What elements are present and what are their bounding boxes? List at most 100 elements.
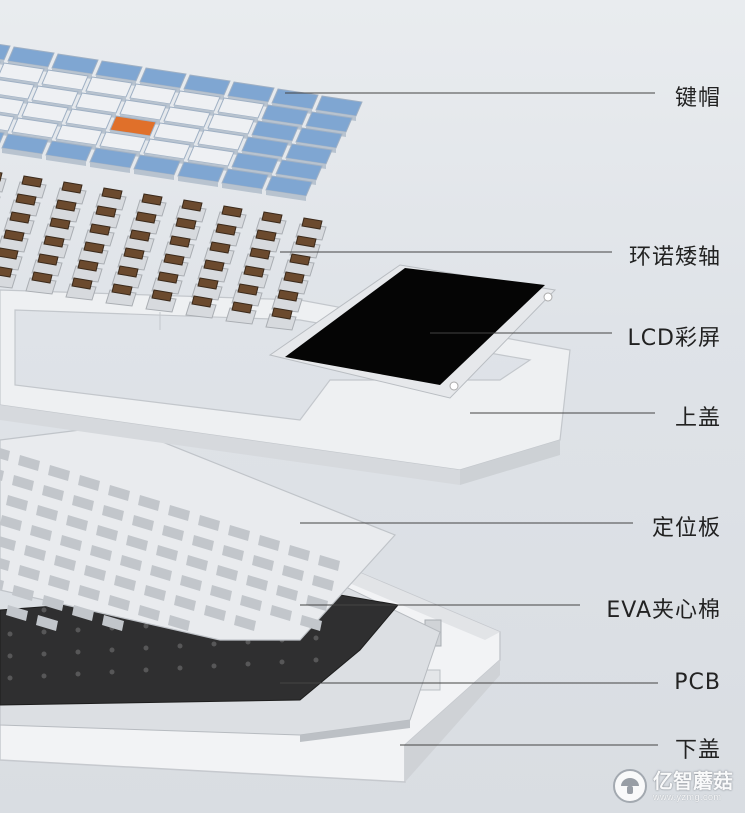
switch — [3, 211, 35, 235]
eva-hole — [7, 675, 13, 681]
plate-cutout — [312, 575, 334, 591]
plate-cutout — [12, 475, 34, 491]
eva-hole — [143, 667, 149, 673]
eva-hole — [143, 645, 149, 651]
label-top-case: 上盖 — [674, 406, 721, 431]
switch — [209, 223, 241, 247]
keycap — [177, 161, 225, 187]
switch — [65, 277, 97, 301]
plate-cutout — [288, 545, 310, 561]
plate-cutout — [114, 575, 136, 591]
switch — [243, 247, 275, 271]
switch — [197, 259, 229, 283]
plate-cutout — [144, 585, 166, 601]
plate-cutout — [96, 525, 118, 541]
plate-cutout — [270, 605, 292, 621]
plate-cutout — [120, 555, 142, 571]
switch — [265, 307, 297, 331]
eva-hole — [177, 643, 183, 649]
eva-hole — [41, 629, 47, 635]
switch — [37, 235, 69, 259]
plate-cutout — [102, 615, 124, 631]
plate-cutout — [24, 545, 46, 561]
plate-cutout — [156, 545, 178, 561]
watermark-name: 亿智蘑菇 — [653, 768, 733, 793]
switch — [0, 172, 7, 193]
eva-hole — [211, 641, 217, 647]
switch — [9, 193, 41, 217]
plate-cutout — [0, 579, 4, 591]
switch — [95, 187, 127, 211]
eva-hole — [7, 653, 13, 659]
eva-hole — [75, 649, 81, 655]
plate-cutout — [54, 555, 76, 571]
plate-cutout — [138, 605, 160, 621]
plate-cutout — [198, 515, 220, 531]
switch — [123, 229, 155, 253]
switch — [163, 235, 195, 259]
eva-hole — [313, 657, 319, 663]
switch — [277, 271, 309, 295]
eva-hole — [75, 671, 81, 677]
plate-cutout — [108, 485, 130, 501]
plate-cutout — [228, 525, 250, 541]
plate-cutout — [78, 585, 100, 601]
plate-cutout — [66, 515, 88, 531]
switch — [191, 277, 223, 301]
plate-cutout — [174, 595, 196, 611]
label-pcb: PCB — [674, 670, 721, 695]
eva-hole — [245, 661, 251, 667]
plate-cutout — [72, 605, 94, 621]
switch — [31, 253, 63, 277]
plate-cutout — [102, 505, 124, 521]
keycap — [221, 168, 269, 194]
label-keycaps: 键帽 — [674, 86, 721, 111]
keycap — [0, 131, 5, 144]
plate-cutout — [18, 565, 40, 581]
switch — [129, 211, 161, 235]
plate-cutout — [210, 585, 232, 601]
eva-hole — [75, 627, 81, 633]
switch — [111, 265, 143, 289]
plate-cutout — [78, 475, 100, 491]
switch — [49, 199, 81, 223]
plate-cutout — [216, 565, 238, 581]
switch — [83, 223, 115, 247]
plate-cutout — [42, 595, 64, 611]
plate-cutout — [126, 535, 148, 551]
plate-cutout — [6, 605, 28, 621]
plate-cutout — [150, 565, 172, 581]
plate-cutout — [0, 558, 10, 571]
eva-hole — [41, 673, 47, 679]
eva-hole — [245, 639, 251, 645]
plate-cutout — [192, 535, 214, 551]
switch — [295, 217, 327, 241]
eva-hole — [41, 651, 47, 657]
label-switches: 环诺矮轴 — [628, 245, 721, 270]
plate-cutout — [0, 469, 4, 481]
plate-cutout — [18, 455, 40, 471]
plate-cutout — [36, 505, 58, 521]
plate-cutout — [252, 555, 274, 571]
switches-layer — [0, 172, 327, 331]
eva-hole — [279, 659, 285, 665]
plate-cutout — [138, 495, 160, 511]
eva-hole — [313, 635, 319, 641]
plate-cutout — [48, 465, 70, 481]
watermark: 亿智蘑菇 www.yzmg.com — [613, 769, 733, 803]
switch — [237, 265, 269, 289]
plate-cutout — [6, 495, 28, 511]
label-lcd: LCD彩屏 — [627, 326, 721, 351]
plate-cutout — [84, 565, 106, 581]
switch — [157, 253, 189, 277]
switch — [283, 253, 315, 277]
plate-cutout — [246, 575, 268, 591]
switch — [255, 211, 287, 235]
switch — [249, 229, 281, 253]
switch — [55, 181, 87, 205]
plate-cutout — [108, 595, 130, 611]
plate-cutout — [240, 595, 262, 611]
switch — [135, 193, 167, 217]
switch — [225, 301, 257, 325]
